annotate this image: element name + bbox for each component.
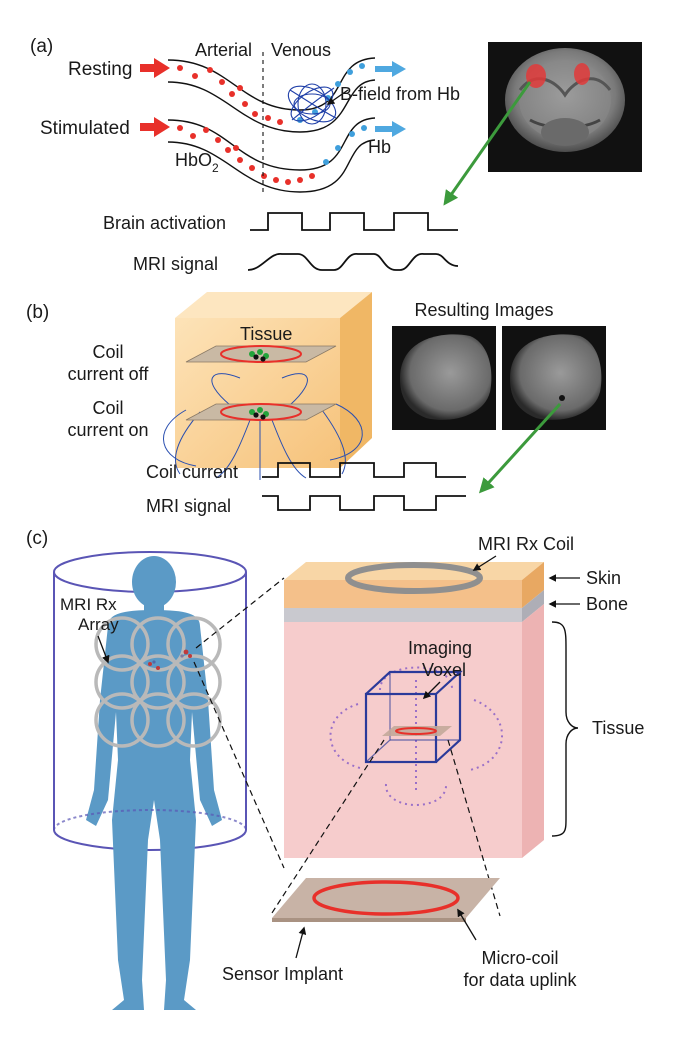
arterial-label: Arterial: [195, 40, 252, 60]
resting-label: Resting: [68, 59, 132, 80]
tissue-label-c: Tissue: [592, 718, 644, 738]
rx-coil-label: MRI Rx Coil: [478, 534, 574, 554]
result-image-off: [392, 326, 496, 430]
panel-a: (a): [30, 36, 642, 274]
rx-array-label-2: Array: [78, 615, 119, 634]
mri-signal-trace-b: [262, 495, 466, 511]
bone-label: Bone: [586, 594, 628, 614]
microcoil-label-2: for data uplink: [463, 970, 577, 990]
resulting-images-label: Resulting Images: [414, 300, 553, 320]
red-arrow-icon: [140, 58, 170, 137]
panel-a-label: (a): [30, 36, 53, 57]
hb-label: Hb: [368, 137, 391, 157]
green-arrow-icon: [478, 402, 562, 494]
venous-label: Venous: [271, 40, 331, 60]
tissue-cube: Tissue: [163, 292, 372, 480]
resting-red-cells: [177, 65, 283, 125]
microcoil-label-1: Micro-coil: [481, 948, 558, 968]
mri-signal-label-a: MRI signal: [133, 254, 218, 274]
sensor-implant-label: Sensor Implant: [222, 964, 343, 984]
panel-b-label: (b): [26, 302, 49, 323]
coil-current-trace: [262, 462, 466, 478]
tissue-brace: [551, 621, 579, 837]
resting-vessel: [167, 57, 406, 133]
coil-off-label-1: Coil: [92, 342, 123, 362]
b-field-lines: [287, 83, 337, 125]
human-body-icon: [86, 556, 222, 1010]
rx-array-label-1: MRI Rx: [60, 595, 117, 614]
coil-current-label: Coil current: [146, 462, 238, 482]
stimulated-blue-cells: [323, 125, 367, 165]
green-arrow-icon: [443, 81, 532, 206]
activation-trace: [250, 212, 458, 231]
coil-on-label-1: Coil: [92, 398, 123, 418]
result-image-on: [502, 326, 606, 430]
brain-activation-label: Brain activation: [103, 213, 226, 233]
hbo2-label: HbO2: [175, 150, 219, 175]
tissue-block: [284, 562, 544, 858]
scanner-cylinder: [53, 551, 247, 851]
tissue-label-b: Tissue: [240, 324, 292, 344]
panel-c-label: (c): [26, 528, 48, 549]
imaging-label-2: Voxel: [422, 660, 466, 680]
stimulated-label: Stimulated: [40, 118, 130, 139]
panel-c: (c) MRI Rx Array: [26, 528, 644, 1010]
sensor-implant: [272, 878, 500, 922]
skin-label: Skin: [586, 568, 621, 588]
b-field-label: B-field from Hb: [340, 84, 460, 104]
coil-on-label-2: current on: [67, 420, 148, 440]
imaging-label-1: Imaging: [408, 638, 472, 658]
coil-off-label-2: current off: [68, 364, 150, 384]
panel-b: (b) Tissue: [26, 292, 606, 516]
mri-signal-trace-a: [247, 253, 459, 271]
mri-signal-label-b: MRI signal: [146, 496, 231, 516]
